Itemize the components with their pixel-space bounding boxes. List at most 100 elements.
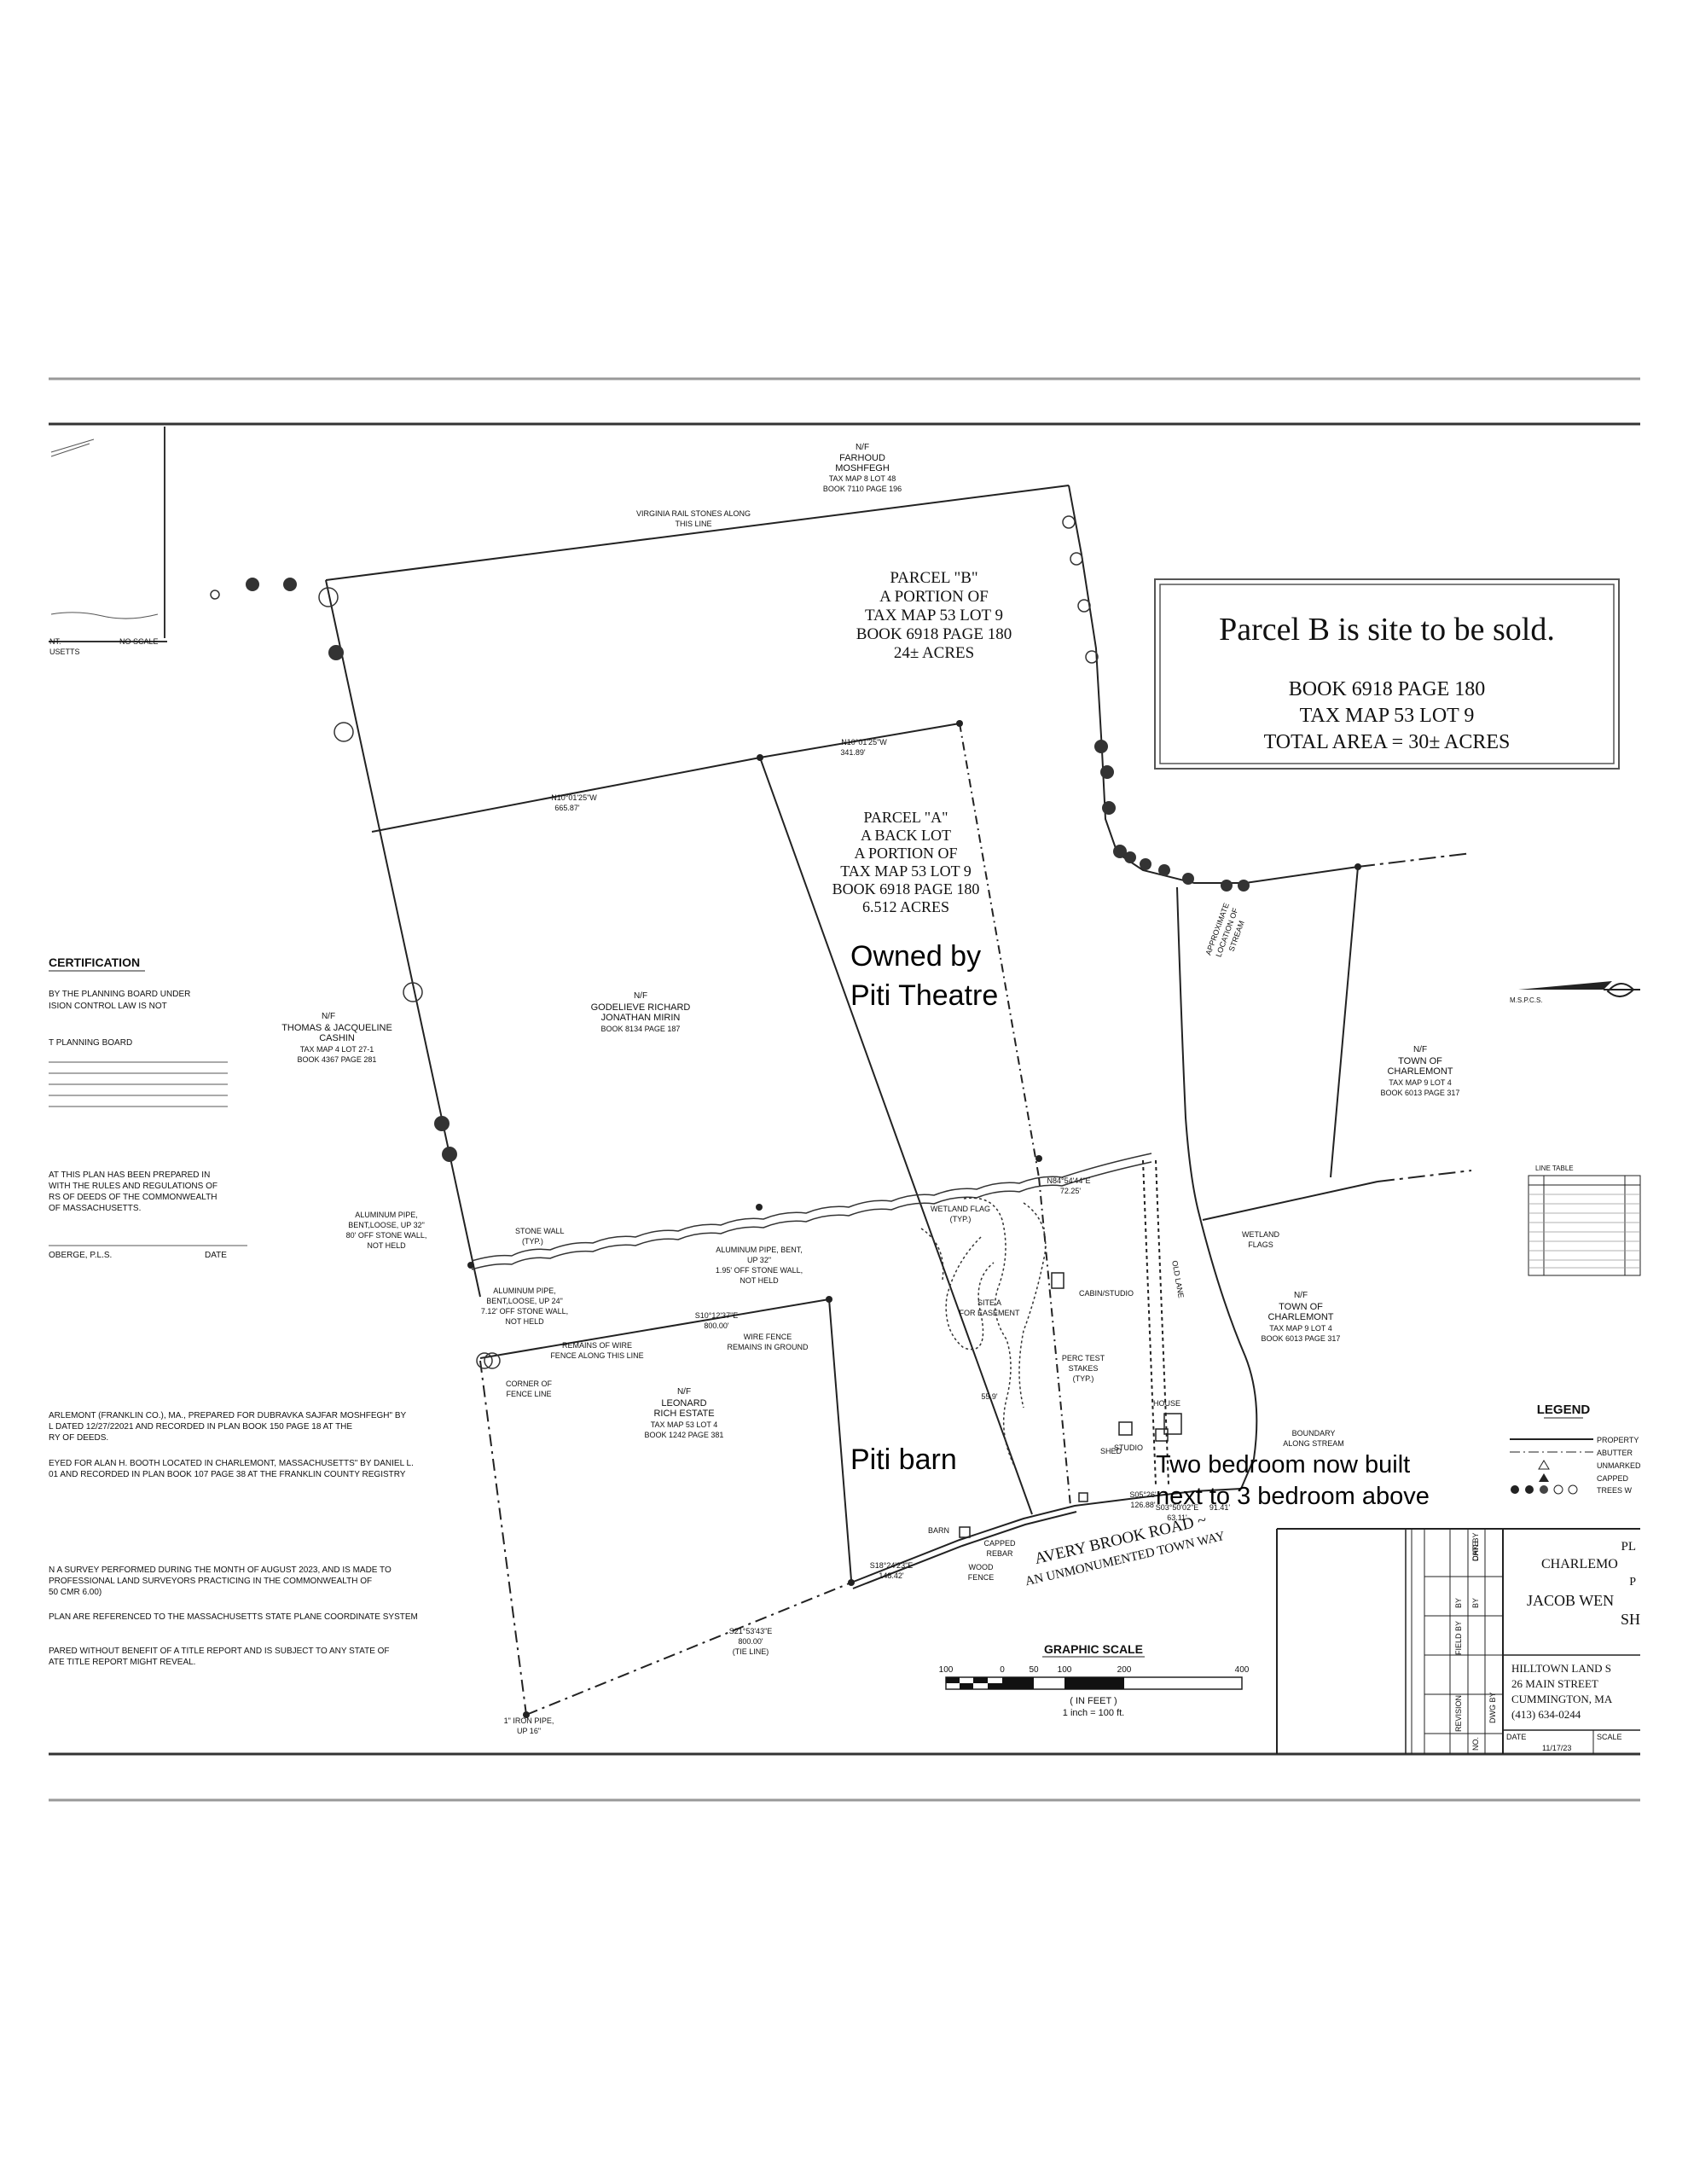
svg-text:BY: BY [1454,1598,1463,1608]
svg-text:NO.: NO. [1471,1737,1480,1751]
svg-text:JACOB WEN: JACOB WEN [1527,1592,1614,1609]
svg-text:OLD LANE: OLD LANE [1170,1260,1186,1299]
svg-text:REBAR: REBAR [986,1549,1013,1558]
svg-text:ALUMINUM PIPE,: ALUMINUM PIPE, [493,1287,556,1295]
svg-text:DATE: DATE [1506,1733,1526,1741]
svg-text:EYED FOR ALAN H. BOOTH LOCATED: EYED FOR ALAN H. BOOTH LOCATED IN CHARLE… [49,1459,414,1468]
svg-text:N10°01'25"W: N10°01'25"W [551,793,597,802]
annotation-three-bedroom: next to 3 bedroom above [1156,1483,1430,1510]
svg-text:BARN: BARN [928,1526,949,1535]
svg-text:(TYP.): (TYP.) [1073,1374,1094,1383]
svg-text:BOOK 6013 PAGE 317: BOOK 6013 PAGE 317 [1381,1089,1460,1097]
svg-text:DATE: DATE [205,1251,227,1260]
north-arrow: M.S.P.C.S. [1510,981,1640,1004]
svg-text:(TIE LINE): (TIE LINE) [733,1647,769,1656]
svg-text:PLAN ARE REFERENCED TO THE MAS: PLAN ARE REFERENCED TO THE MASSACHUSETTS… [49,1612,418,1622]
svg-text:LINE TABLE: LINE TABLE [1535,1165,1574,1172]
svg-text:CORNER OF: CORNER OF [506,1380,553,1388]
plan-references-notes: ARLEMONT (FRANKLIN CO.), MA., PREPARED F… [49,1411,418,1667]
annotation-two-bedroom: Two bedroom now built [1156,1451,1410,1478]
svg-text:S18°24'23"E: S18°24'23"E [870,1561,914,1570]
title-block: BY CHK BY BY FIELD BY REVISION DWG BY NO… [1276,1528,1640,1754]
svg-text:S21°53'43"E: S21°53'43"E [729,1627,773,1635]
svg-text:PARCEL "B": PARCEL "B" [890,569,977,587]
svg-text:BOOK 8134 PAGE 187: BOOK 8134 PAGE 187 [601,1025,681,1033]
svg-text:CHARLEMONT: CHARLEMONT [1267,1312,1333,1322]
svg-text:WOOD: WOOD [969,1563,994,1571]
svg-text:REMAINS IN GROUND: REMAINS IN GROUND [727,1343,809,1351]
svg-text:6.512 ACRES: 6.512 ACRES [862,898,949,915]
svg-text:PARCEL "A": PARCEL "A" [864,809,948,826]
svg-text:T PLANNING BOARD: T PLANNING BOARD [49,1038,132,1048]
svg-text:N A SURVEY PERFORMED DURING TH: N A SURVEY PERFORMED DURING THE MONTH OF… [49,1565,392,1575]
svg-text:SCALE: SCALE [1597,1733,1622,1741]
svg-text:665.87': 665.87' [554,804,580,812]
locus-no-scale: NO SCALE [119,637,159,646]
svg-text:DWG BY: DWG BY [1488,1692,1497,1723]
svg-text:L DATED 12/27/22021 AND RECORD: L DATED 12/27/22021 AND RECORDED IN PLAN… [49,1422,352,1432]
svg-text:BOOK 7110 PAGE 196: BOOK 7110 PAGE 196 [823,485,902,493]
svg-text:NOT HELD: NOT HELD [740,1276,779,1285]
svg-text:26 MAIN STREET: 26 MAIN STREET [1511,1677,1598,1690]
stream-label: APPROXIMATE LOCATION OF STREAM OLD LANE [1170,902,1246,1299]
svg-text:OF MASSACHUSETTS.: OF MASSACHUSETTS. [49,1204,141,1213]
svg-text:148.42': 148.42' [879,1571,904,1580]
svg-text:FARHOUD: FARHOUD [839,453,885,463]
svg-text:CUMMINGTON, MA: CUMMINGTON, MA [1511,1693,1613,1705]
callout-title: Parcel B is site to be sold. [1219,612,1555,648]
annotation-piti-barn: Piti barn [850,1443,957,1476]
svg-text:800.00': 800.00' [704,1321,729,1330]
svg-text:N/F: N/F [856,443,869,452]
certification-block: CERTIFICATION BY THE PLANNING BOARD UNDE… [49,956,247,1260]
abutter-charlemont-bottom: N/F TOWN OF CHARLEMONT TAX MAP 9 LOT 4 B… [1262,1291,1341,1343]
svg-text:STAKES: STAKES [1069,1364,1099,1373]
svg-text:STONE WALL: STONE WALL [515,1227,565,1235]
svg-text:100: 100 [939,1665,954,1675]
line-table: LINE TABLE [1528,1165,1641,1276]
svg-text:50 CMR 6.00): 50 CMR 6.00) [49,1588,102,1597]
tree-symbols [246,578,1250,1162]
svg-text:200: 200 [1117,1665,1132,1675]
svg-text:TAX MAP 9 LOT 4: TAX MAP 9 LOT 4 [1389,1078,1452,1087]
svg-text:NOT HELD: NOT HELD [505,1317,544,1326]
svg-text:63.11': 63.11' [1167,1513,1187,1522]
open-tree-symbols [210,515,1099,1369]
abutter-moshfegh: N/F FARHOUD MOSHFEGH TAX MAP 8 LOT 48 BO… [823,443,902,493]
svg-text:CERTIFICATION: CERTIFICATION [49,956,140,969]
legend: LEGEND PROPERTY ABUTTER UNMARKED CAPPED … [1510,1403,1641,1495]
svg-text:FENCE: FENCE [968,1573,995,1582]
svg-text:FOR EASEMENT: FOR EASEMENT [959,1309,1020,1317]
svg-text:BOOK 4367 PAGE 281: BOOK 4367 PAGE 281 [298,1055,377,1064]
svg-text:ABUTTER: ABUTTER [1597,1449,1633,1457]
abutter-charlemont-top: N/F TOWN OF CHARLEMONT TAX MAP 9 LOT 4 B… [1381,1045,1460,1097]
svg-text:S05°26': S05°26' [1129,1490,1157,1499]
parcel-a-label: PARCEL "A" A BACK LOT A PORTION OF TAX M… [832,809,980,915]
sale-callout-box: Parcel B is site to be sold. BOOK 6918 P… [1154,578,1620,770]
svg-text:HOUSE: HOUSE [1153,1399,1180,1408]
svg-text:CAPPED: CAPPED [983,1539,1016,1548]
plan-notes: VIRGINIA RAIL STONES ALONG THIS LINE N10… [346,509,1344,1735]
mspcs-label: M.S.P.C.S. [1510,996,1543,1004]
svg-text:LEGEND: LEGEND [1537,1403,1591,1417]
svg-text:TOWN OF: TOWN OF [1398,1056,1442,1066]
svg-text:CABIN/STUDIO: CABIN/STUDIO [1079,1289,1134,1298]
abutter-cashin: N/F THOMAS & JACQUELINE CASHIN TAX MAP 4… [281,1012,392,1064]
abutter-rich-estate: N/F LEONARD RICH ESTATE TAX MAP 53 LOT 4… [645,1387,724,1439]
svg-text:CHARLEMONT: CHARLEMONT [1387,1066,1453,1077]
parcel-a-east-line [959,723,1071,1507]
svg-text:80' OFF STONE WALL,: 80' OFF STONE WALL, [346,1231,427,1240]
svg-text:(TYP.): (TYP.) [522,1237,543,1246]
locus-map: NT. NO SCALE USETTS [49,427,167,656]
svg-text:01 AND RECORDED IN PLAN BOOK 1: 01 AND RECORDED IN PLAN BOOK 107 PAGE 38… [49,1470,406,1479]
svg-text:GRAPHIC SCALE: GRAPHIC SCALE [1044,1642,1143,1656]
parcel-b-label: PARCEL "B" A PORTION OF TAX MAP 53 LOT 9… [856,569,1012,662]
svg-text:WITH THE RULES AND REGULATIONS: WITH THE RULES AND REGULATIONS OF [49,1182,218,1191]
svg-text:NOT HELD: NOT HELD [367,1241,406,1250]
svg-text:7.12' OFF STONE WALL,: 7.12' OFF STONE WALL, [481,1307,568,1316]
svg-text:TAX MAP 53 LOT 9: TAX MAP 53 LOT 9 [865,607,1003,624]
svg-text:S03°50'02"E: S03°50'02"E [1156,1503,1199,1512]
svg-text:CHARLEMO: CHARLEMO [1541,1557,1618,1571]
svg-text:100: 100 [1058,1665,1072,1675]
svg-text:N/F: N/F [322,1012,335,1021]
svg-text:72.25': 72.25' [1060,1187,1082,1195]
